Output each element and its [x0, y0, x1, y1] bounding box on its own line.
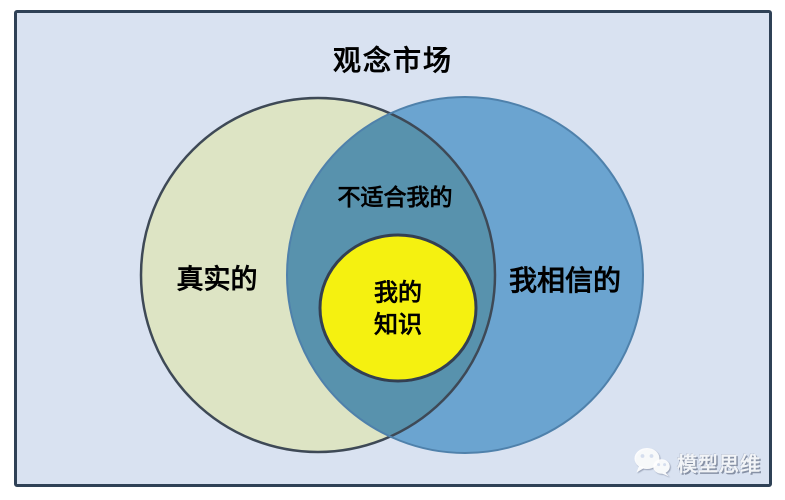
inner-circle-label-line2: 知识 — [374, 312, 422, 339]
inner-circle — [318, 233, 478, 383]
left-circle-outline — [139, 96, 497, 454]
watermark: 模型思维 — [634, 447, 761, 477]
venn-diagram — [139, 96, 644, 454]
inner-circle-label: 我的 知识 — [374, 278, 422, 343]
wechat-icon — [634, 448, 670, 477]
intersection-label: 不适合我的 — [337, 184, 453, 210]
right-circle-label: 我相信的 — [508, 265, 622, 296]
slide-frame: 观念市场 真实的 我相信的 不适合我的 我的 知识 模型思维 — [14, 10, 772, 487]
left-circle-label: 真实的 — [176, 264, 258, 295]
inner-circle-label-line1: 我的 — [374, 279, 422, 307]
watermark-text: 模型思维 — [677, 453, 761, 476]
page-title: 观念市场 — [332, 45, 453, 76]
right-circle-outline — [286, 96, 644, 454]
